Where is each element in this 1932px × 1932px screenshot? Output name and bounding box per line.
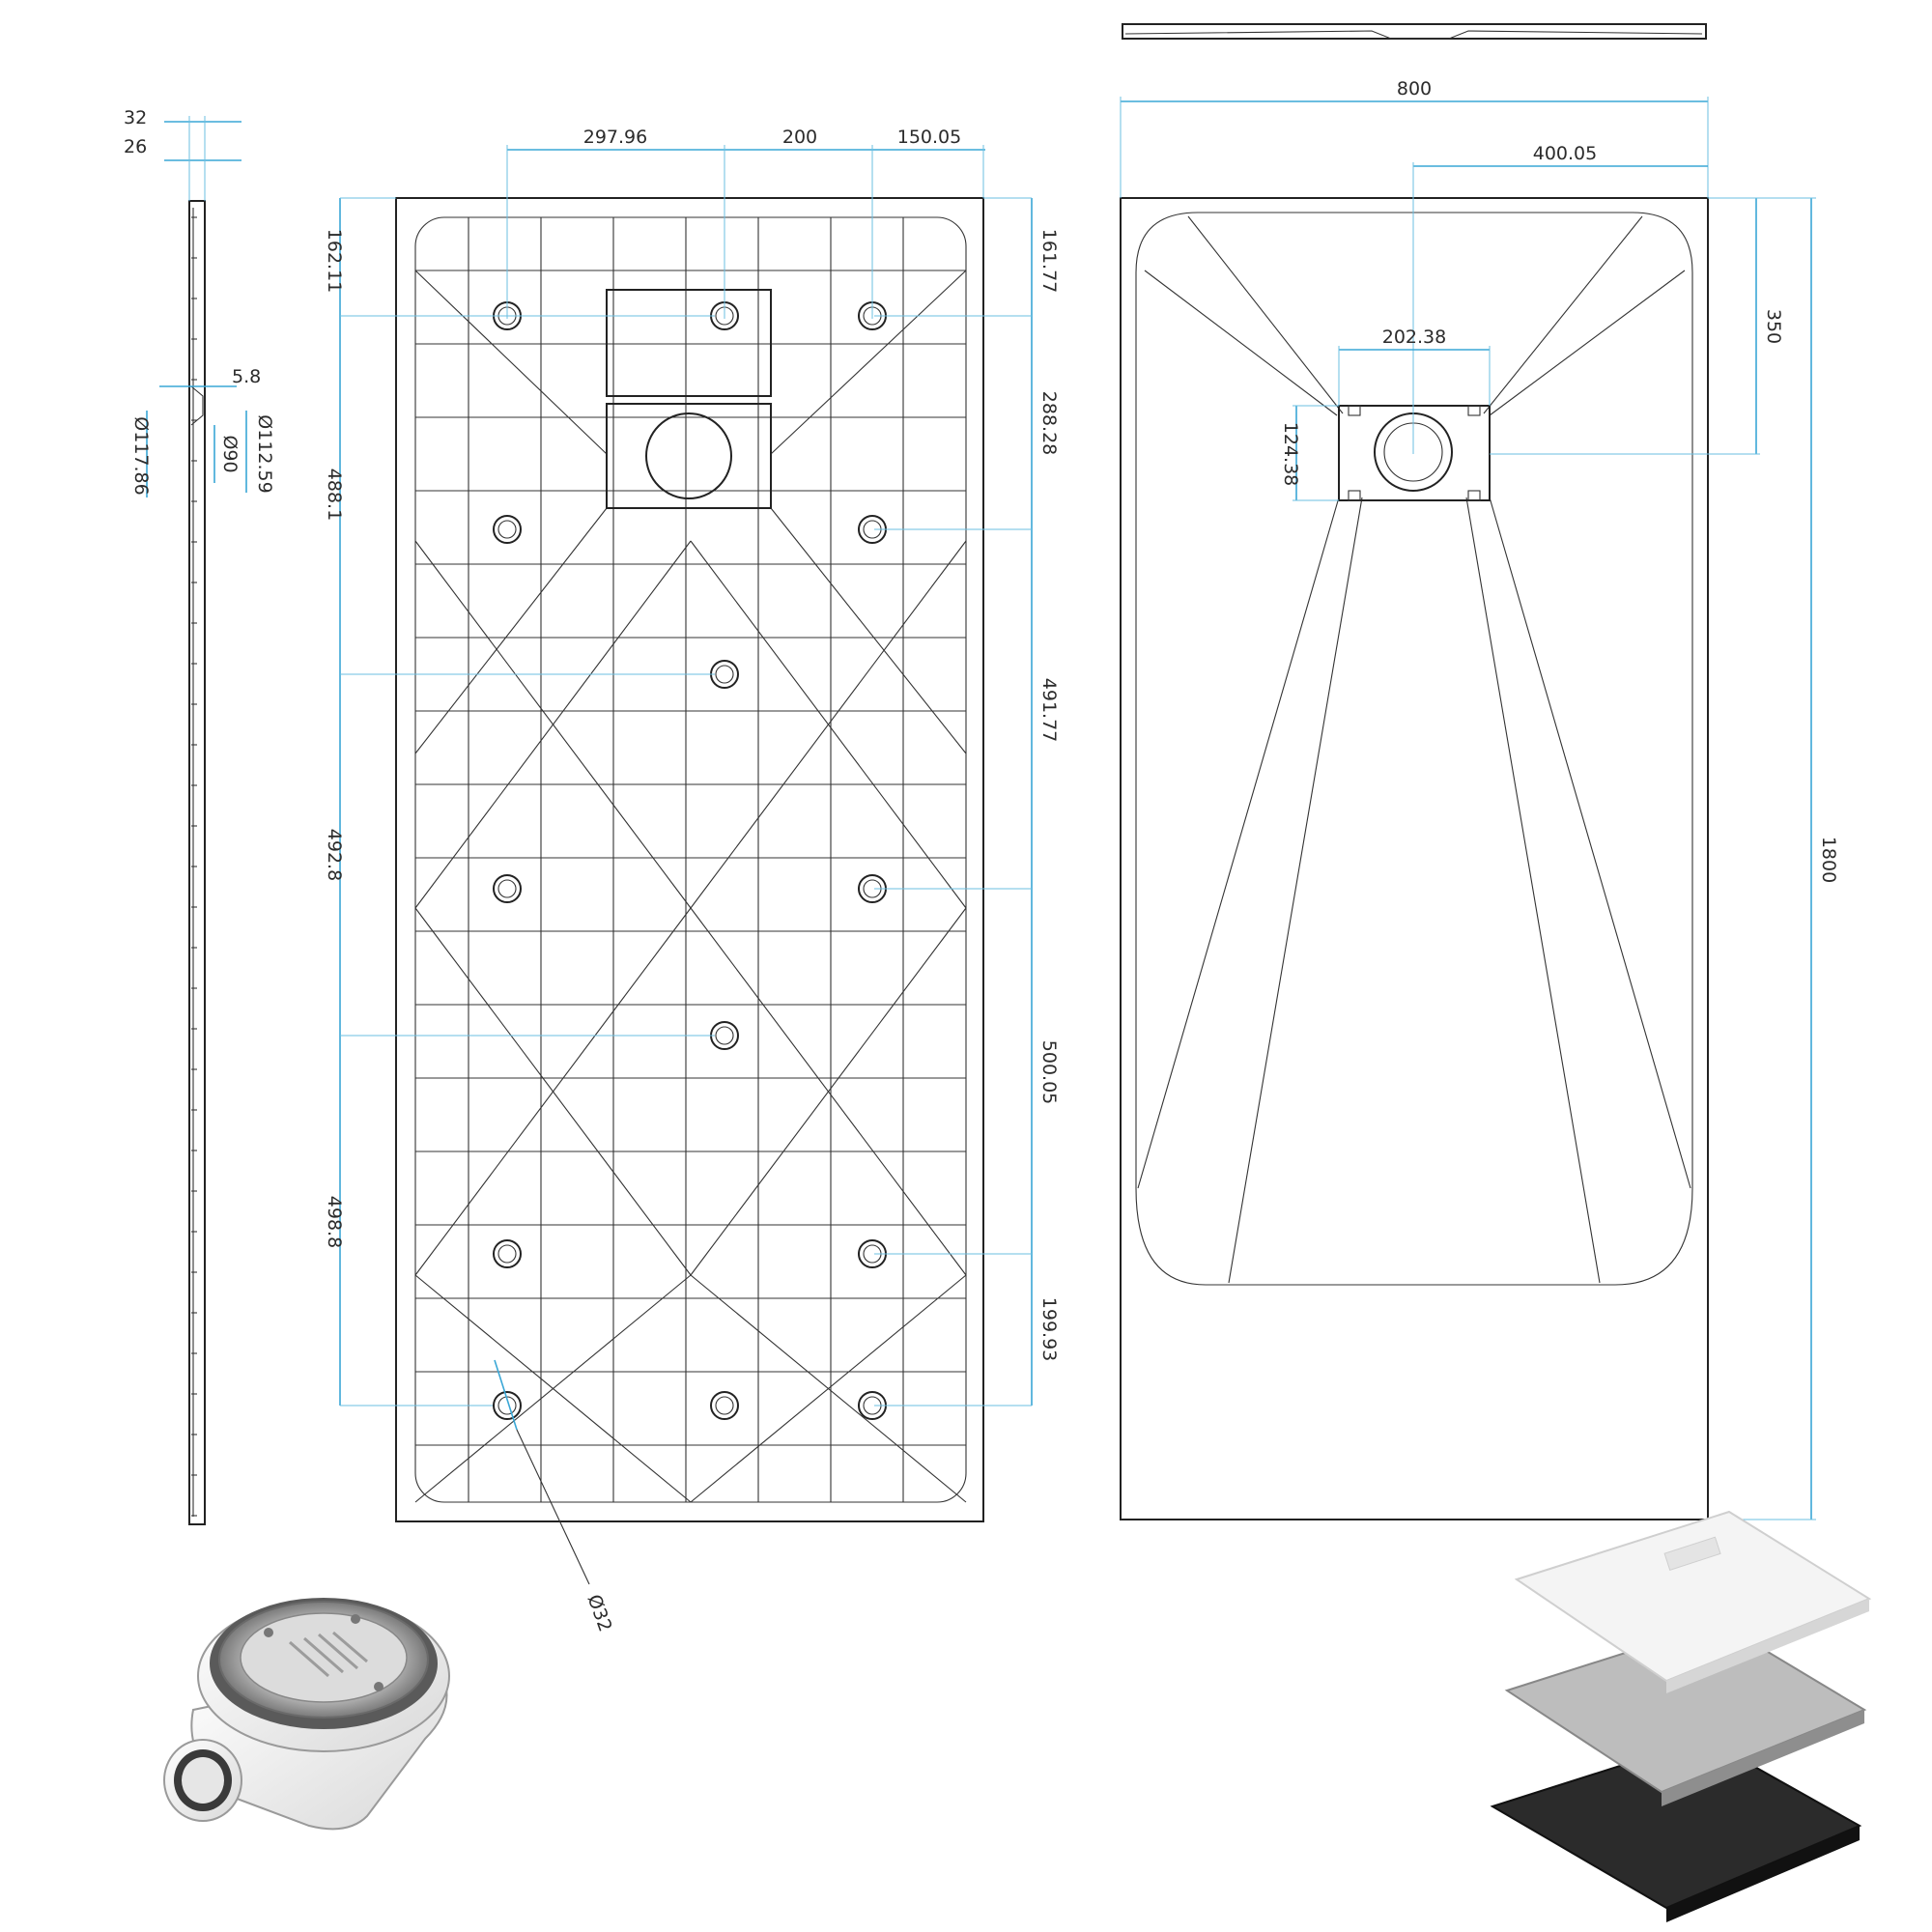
- underside-dim-199-93: 199.93: [1038, 1297, 1060, 1361]
- top-dim-length-1800: 1800: [1818, 837, 1839, 883]
- underside-dim-150-05: 150.05: [897, 127, 961, 148]
- side-dim-90: Ø90: [219, 435, 241, 472]
- underside-dim-488-1: 488.1: [324, 469, 345, 521]
- underside-dim-200: 200: [782, 127, 817, 148]
- top-dim-400-05: 400.05: [1533, 143, 1597, 164]
- top-dim-width-800: 800: [1397, 78, 1432, 99]
- front-elevation-drain: [1124, 30, 1703, 40]
- underside-dim-hole-32: Ø32: [583, 1592, 616, 1634]
- side-section-view: 32 26 5.8 Ø117.86 Ø90 Ø112.59: [124, 107, 275, 1525]
- side-dim-112-59: Ø112.59: [254, 414, 275, 493]
- underside-upper-recess: [606, 289, 772, 397]
- top-dim-350: 350: [1763, 309, 1784, 344]
- top-view: 800 400.05 202.38 124.38 350 1800: [1120, 23, 1839, 1520]
- underside-dim-162-11: 162.11: [324, 229, 345, 293]
- underside-dim-288-28: 288.28: [1038, 391, 1060, 455]
- side-dim-26: 26: [124, 136, 147, 157]
- shower-waste-trap-icon: [163, 1598, 450, 1831]
- support-rib-grid: [415, 217, 966, 1502]
- side-dim-32: 32: [124, 107, 147, 128]
- adjustable-feet: [493, 301, 887, 1420]
- underside-dim-491-77: 491.77: [1038, 678, 1060, 742]
- underside-inner-frame: [414, 216, 967, 1503]
- top-tray-outline: [1120, 197, 1709, 1520]
- top-dim-124-38: 124.38: [1280, 422, 1301, 486]
- top-drain-housing: [1338, 405, 1491, 501]
- side-profile-outline: [188, 200, 206, 1525]
- side-dim-5-8: 5.8: [232, 366, 261, 387]
- top-dim-202-38: 202.38: [1382, 327, 1446, 348]
- underside-dim-500-05: 500.05: [1038, 1040, 1060, 1104]
- side-ribs: [191, 216, 197, 1517]
- underside-dim-492-8: 492.8: [324, 829, 345, 881]
- tray-color-swatches-icon: [1490, 1510, 1872, 1922]
- underside-outer-frame: [395, 197, 984, 1522]
- top-slope-lines: [1137, 215, 1691, 1284]
- underside-dim-498-8: 498.8: [324, 1196, 345, 1248]
- top-tray-basin: [1135, 212, 1693, 1286]
- underside-dim-161-77: 161.77: [1038, 229, 1060, 293]
- support-rib-diagonals: [414, 270, 967, 1503]
- underside-drain-housing: [606, 403, 772, 509]
- underside-dim-297-96: 297.96: [583, 127, 647, 148]
- underside-drain-hole: [645, 412, 732, 499]
- underside-view: 297.96 200 150.05 162.11 488.1 492.8 498…: [324, 127, 1060, 1634]
- front-elevation-outline: [1122, 23, 1707, 40]
- side-dim-117-86: Ø117.86: [130, 416, 152, 495]
